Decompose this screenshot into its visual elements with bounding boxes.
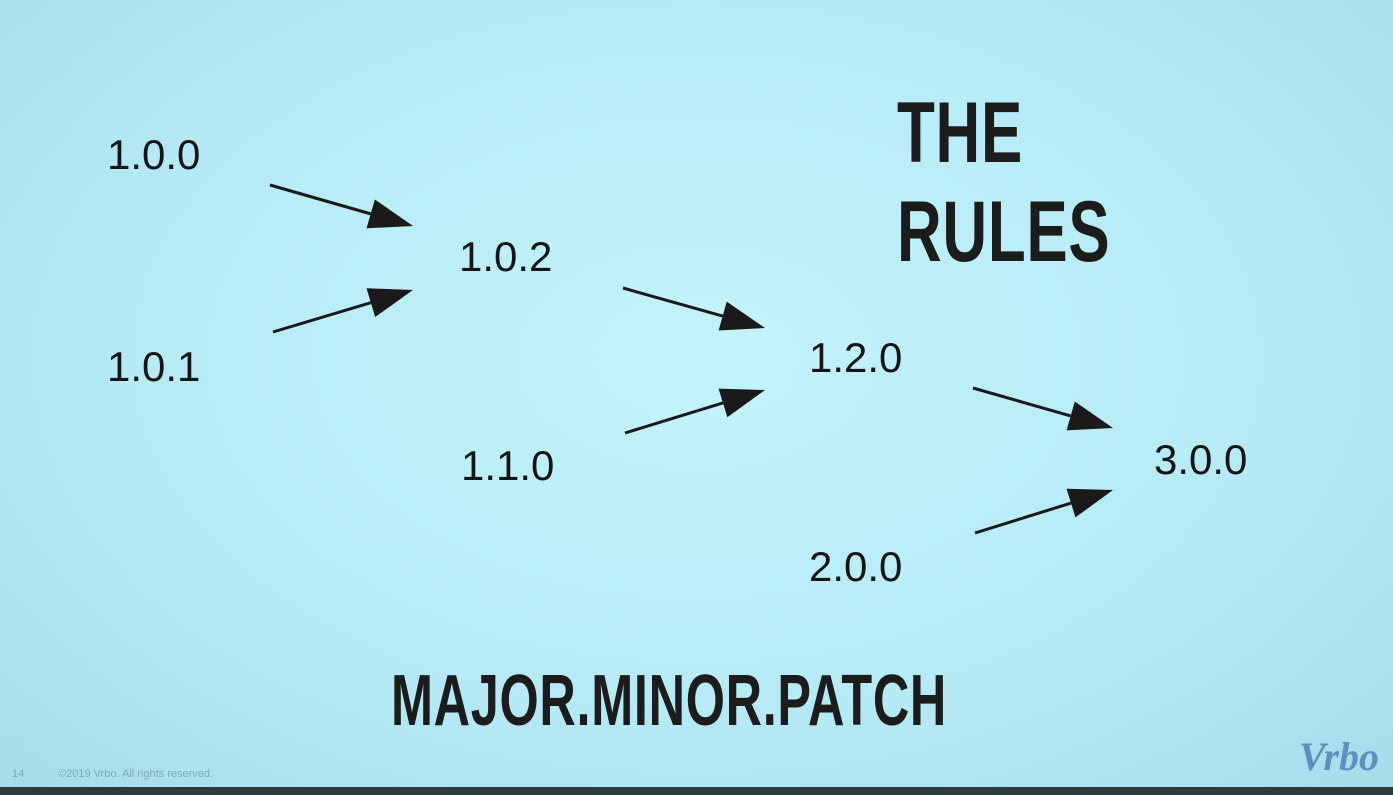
arrowhead-icon [366, 199, 413, 229]
edge-line [972, 386, 1072, 418]
edge-line [269, 183, 372, 216]
slide-title: THE RULES [897, 85, 1111, 280]
arrowhead-icon [1066, 488, 1113, 518]
vrbo-logo: Vrbo [1298, 734, 1379, 779]
arrowhead-icon [718, 388, 765, 418]
version-node: 1.0.1 [107, 343, 201, 390]
edge-line [622, 286, 724, 318]
page-number: 14 [12, 768, 25, 780]
version-node: 1.0.0 [107, 131, 201, 178]
semver-format: MAJOR.MINOR.PATCH [391, 661, 948, 741]
edge-line [272, 301, 372, 334]
version-node: 1.1.0 [461, 442, 555, 489]
version-node: 3.0.0 [1154, 436, 1248, 483]
edge-line [624, 401, 724, 435]
arrowhead-icon [718, 301, 765, 331]
arrowhead-icon [366, 288, 413, 318]
screen-edge [0, 787, 1393, 795]
version-node: 2.0.0 [809, 543, 903, 590]
arrowhead-icon [1066, 401, 1113, 431]
version-node: 1.2.0 [809, 334, 903, 381]
copyright: ©2019 Vrbo. All rights reserved. [58, 768, 214, 780]
edge-line [974, 501, 1072, 535]
version-node: 1.0.2 [459, 233, 553, 280]
